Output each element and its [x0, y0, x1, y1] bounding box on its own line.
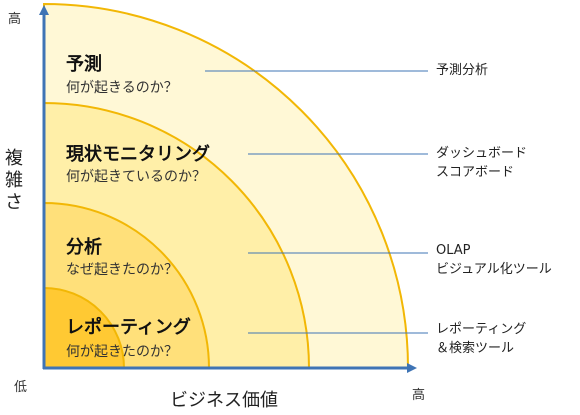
tool-label-reporting: レポーティング ＆検索ツール — [436, 320, 526, 358]
zone-question-monitoring: 何が起きているのか？ — [66, 169, 206, 185]
zone-title-analysis: 分析 — [66, 237, 102, 258]
tool-line: ダッシュボード — [436, 146, 528, 161]
tool-label-analysis: OLAP ビジュアル化ツール — [436, 241, 552, 279]
zone-title-prediction: 予測 — [66, 54, 102, 75]
tool-line: ＆検索ツール — [436, 341, 515, 356]
ring-inner — [43, 286, 126, 369]
tool-line: レポーティング — [436, 322, 527, 337]
y-axis-title: 複雑さ — [5, 148, 23, 213]
zone-title-monitoring: 現状モニタリング — [66, 144, 210, 165]
x-axis-high-label: 高 — [412, 388, 426, 403]
zone-question-prediction: 何が起きるのか？ — [66, 80, 178, 96]
tool-line: スコアボード — [436, 165, 515, 180]
tool-label-monitoring: ダッシュボード スコアボード — [436, 144, 527, 182]
zone-question-analysis: なぜ起きたのか？ — [66, 262, 178, 278]
y-axis-low-label: 低 — [14, 380, 28, 395]
tool-label-prediction: 予測分析 — [436, 61, 488, 80]
y-axis-high-label: 高 — [8, 12, 22, 27]
tool-line: 予測分析 — [436, 63, 489, 78]
x-axis-title: ビジネス価値 — [170, 390, 278, 411]
zone-question-reporting: 何が起きたのか？ — [66, 344, 178, 360]
tool-line: OLAP — [436, 243, 471, 258]
zone-title-reporting: レポーティング — [66, 317, 191, 338]
tool-line: ビジュアル化ツール — [436, 262, 552, 277]
